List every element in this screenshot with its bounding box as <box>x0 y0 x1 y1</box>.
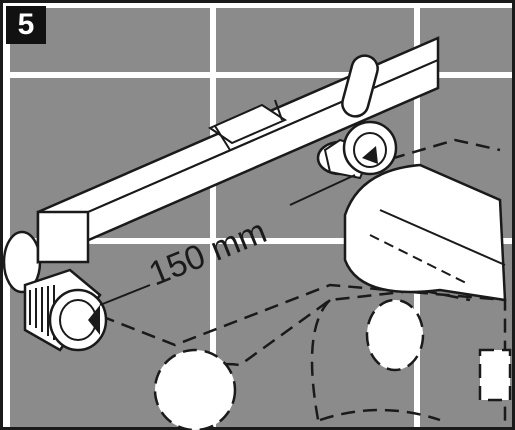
right-arrow-icon <box>362 146 378 164</box>
dimension-line <box>99 174 356 306</box>
mixer-body-outline <box>59 138 512 430</box>
level-hang-hole <box>341 54 379 118</box>
right-threaded-connector <box>316 120 398 180</box>
left-threaded-connector <box>2 230 108 352</box>
spirit-level <box>36 36 440 264</box>
mixer-lever <box>343 163 507 302</box>
left-arrow-icon <box>88 305 100 335</box>
level-vial <box>207 103 288 145</box>
step-number-badge: 5 <box>6 6 46 44</box>
